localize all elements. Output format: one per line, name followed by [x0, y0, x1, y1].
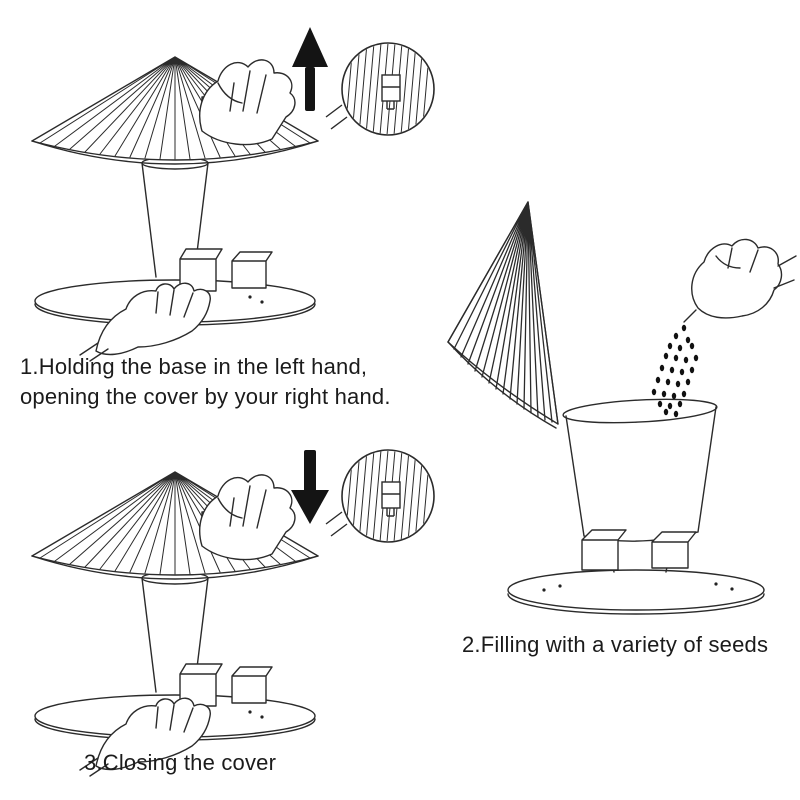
falling-seeds-art — [651, 324, 699, 418]
feeder-open-body-art — [507, 398, 765, 615]
step1-caption: 1.Holding the base in the left hand, ope… — [20, 352, 391, 412]
step3-illustration — [10, 420, 450, 780]
up-arrow-icon — [292, 27, 328, 111]
step1-drawing — [31, 27, 450, 362]
step2-illustration — [440, 192, 800, 637]
latch-detail-magnifier — [326, 43, 434, 135]
step1-caption-line1: 1.Holding the base in the left hand, — [20, 354, 368, 379]
feeder-closed-art — [31, 56, 319, 362]
step3-drawing — [31, 420, 450, 777]
step2-caption-text: 2.Filling with a variety of seeds — [462, 632, 769, 657]
down-arrow-icon — [291, 450, 329, 524]
latch-detail-magnifier — [326, 450, 434, 542]
open-lid-art — [447, 201, 559, 429]
step1-illustration — [10, 5, 450, 365]
hand-with-scoop-art — [683, 238, 797, 323]
step1-caption-line2: opening the cover by your right hand. — [20, 384, 391, 409]
step2-caption: 2.Filling with a variety of seeds — [462, 630, 768, 660]
step2-drawing — [447, 201, 797, 615]
feeder-closed-art — [31, 471, 319, 777]
step3-caption: 3.Closing the cover — [84, 748, 276, 778]
step3-caption-text: 3.Closing the cover — [84, 750, 277, 775]
